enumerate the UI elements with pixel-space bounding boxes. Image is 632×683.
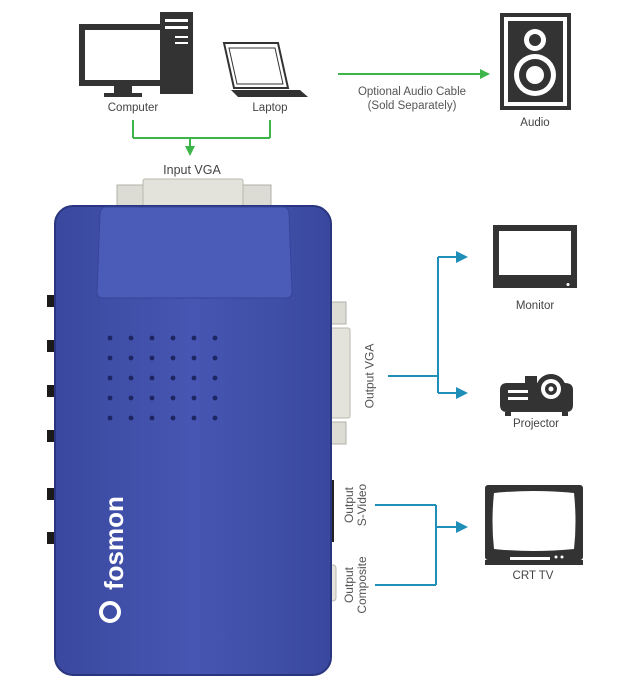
grille-dot — [170, 415, 176, 421]
audio-cable-label: Optional Audio Cable (Sold Separately) — [358, 85, 466, 113]
computer-icon — [79, 12, 193, 97]
grille-dot — [149, 335, 155, 341]
side-buttons — [47, 295, 56, 544]
grille-dot — [128, 375, 134, 381]
grille-dot — [212, 375, 218, 381]
grille-dot — [149, 415, 155, 421]
grille-dot — [170, 375, 176, 381]
grille-dot — [191, 335, 197, 341]
grille-dot — [128, 395, 134, 401]
converter-device: fosmon — [54, 205, 332, 676]
grille-dot — [107, 335, 113, 341]
grille-dot — [212, 335, 218, 341]
projector-label: Projector — [512, 418, 560, 430]
audio-label: Audio — [520, 117, 550, 129]
grille-dot — [149, 375, 155, 381]
grille-dot — [107, 375, 113, 381]
speaker-grille — [107, 335, 218, 421]
output-svideo-label: Output S-Video — [342, 483, 369, 527]
grille-dot — [170, 395, 176, 401]
vga-output-arrows — [388, 251, 468, 399]
computer-label: Computer — [107, 102, 159, 114]
grille-dot — [191, 355, 197, 361]
grille-dot — [191, 375, 197, 381]
grille-dot — [149, 395, 155, 401]
grille-dot — [191, 415, 197, 421]
grille-dot — [128, 355, 134, 361]
grille-dot — [149, 355, 155, 361]
crt-tv-icon — [485, 485, 583, 565]
brand-text: fosmon — [99, 496, 129, 590]
monitor-label: Monitor — [515, 300, 555, 312]
vga-input-connector — [116, 178, 272, 208]
grille-dot — [212, 395, 218, 401]
grille-dot — [107, 395, 113, 401]
output-vga-label: Output VGA — [362, 343, 377, 409]
grille-dot — [170, 335, 176, 341]
audio-cable-line2: (Sold Separately) — [367, 100, 457, 112]
grille-dot — [212, 355, 218, 361]
crt-tv-label: CRT TV — [512, 570, 554, 582]
tv-output-arrows — [375, 504, 468, 586]
laptop-label: Laptop — [252, 102, 288, 114]
input-vga-label: Input VGA — [163, 163, 221, 177]
output-composite-label: Output Composite — [342, 556, 369, 614]
projector-icon — [500, 374, 573, 416]
grille-dot — [191, 395, 197, 401]
input-arrow — [132, 120, 271, 156]
laptop-icon — [222, 42, 308, 97]
audio-cable-line1: Optional Audio Cable — [357, 86, 467, 98]
speaker-icon — [500, 13, 571, 110]
monitor-icon — [493, 225, 577, 288]
grille-dot — [170, 355, 176, 361]
grille-dot — [128, 415, 134, 421]
grille-dot — [128, 335, 134, 341]
brand-logo: fosmon — [99, 496, 129, 623]
output-composite-line2: Composite — [355, 556, 369, 614]
output-svideo-line2: S-Video — [355, 483, 369, 527]
grille-dot — [212, 415, 218, 421]
grille-dot — [107, 355, 113, 361]
grille-dot — [107, 415, 113, 421]
